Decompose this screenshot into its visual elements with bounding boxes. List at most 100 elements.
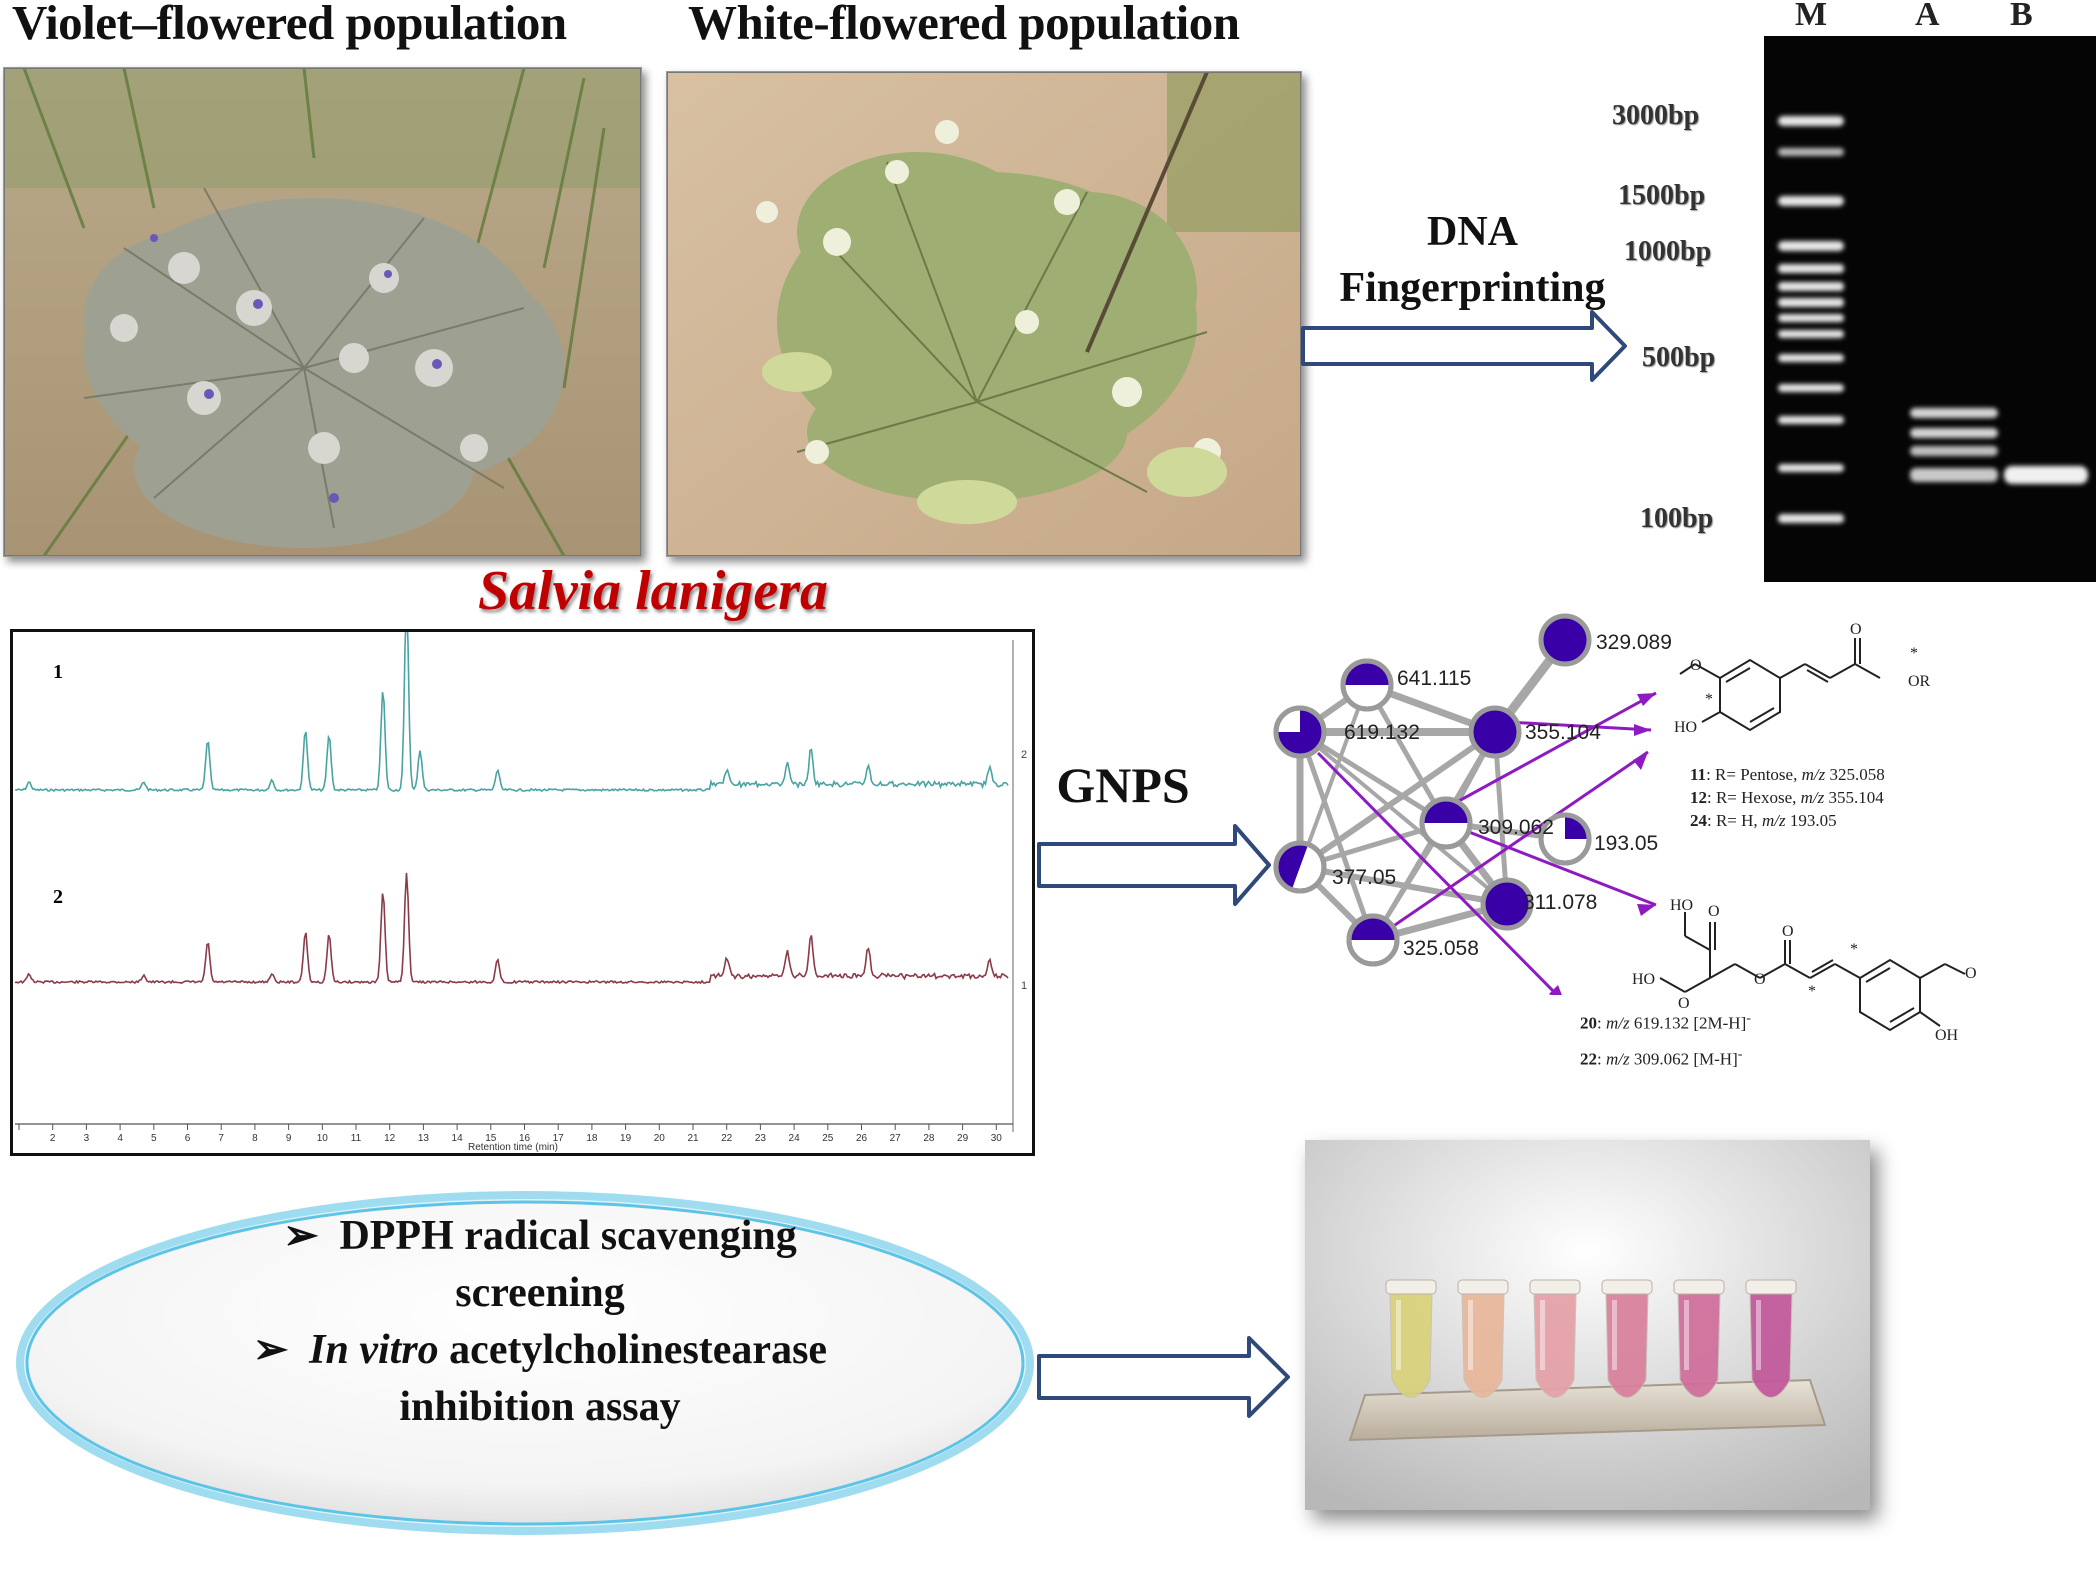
right-tick-2: 2 xyxy=(1021,749,1027,761)
x-tick-label: 15 xyxy=(485,1133,497,1144)
x-tick-label: 9 xyxy=(286,1133,292,1144)
x-tick-label: 12 xyxy=(384,1133,396,1144)
atom-o-carbonyl2: O xyxy=(1782,923,1794,940)
gel-lane-m: M xyxy=(1795,0,1828,33)
dna-arrow xyxy=(1301,310,1627,382)
assay-ellipse xyxy=(16,1191,1034,1535)
ladder-1500bp: 1500bp xyxy=(1618,180,1706,211)
node-label-377: 377.05 xyxy=(1332,866,1396,889)
gel-lane-b: B xyxy=(2010,0,2033,33)
white-population-label: White-flowered population xyxy=(688,0,1240,50)
atom-o-top: O xyxy=(1708,903,1720,920)
node-label-355: 355.104 xyxy=(1525,721,1601,744)
gnps-label: GNPS xyxy=(1056,757,1190,813)
x-tick-label: 22 xyxy=(721,1133,733,1144)
x-tick-label: 20 xyxy=(654,1133,666,1144)
assay-ache-cont: inhibition assay xyxy=(399,1384,681,1430)
legend-line-24: 24: R= H, m/z 193.05 xyxy=(1690,811,1837,830)
atom-star-3: * xyxy=(1850,941,1858,958)
x-tick-label: 28 xyxy=(923,1133,935,1144)
trace-1-label: 1 xyxy=(53,661,63,683)
gel-lane-a: A xyxy=(1915,0,1940,33)
gnps-arrow xyxy=(1037,824,1271,906)
atom-o-methoxy2: O xyxy=(1965,965,1977,982)
x-tick-label: 17 xyxy=(553,1133,565,1144)
sample-tube xyxy=(1457,1279,1509,1398)
violet-flowered-photo xyxy=(3,67,642,557)
structure-ferulate-ester: O O OR * * HO xyxy=(1674,621,1931,736)
sample-tube xyxy=(1601,1279,1653,1398)
atom-ho-left: HO xyxy=(1632,971,1655,988)
atom-ho: HO xyxy=(1674,719,1697,736)
dna-label-line2: Fingerprinting xyxy=(1339,265,1606,311)
assay-list: ➢ DPPH radical scavenging screening ➢ In… xyxy=(40,1208,1040,1436)
white-flowered-photo xyxy=(666,71,1302,557)
x-tick-label: 27 xyxy=(890,1133,902,1144)
assay-dpph-cont: screening xyxy=(455,1270,625,1316)
dna-label-line1: DNA xyxy=(1427,209,1518,255)
node-label-311: 311.078 xyxy=(1523,891,1597,914)
x-tick-label: 7 xyxy=(218,1133,224,1144)
x-tick-label: 11 xyxy=(351,1133,362,1144)
assay-dpph: ➢ DPPH radical scavenging xyxy=(283,1213,797,1259)
atom-ho-top: HO xyxy=(1670,897,1693,914)
violet-population-label: Violet–flowered population xyxy=(12,0,567,50)
atom-o-left: O xyxy=(1678,995,1690,1012)
ladder-1000bp: 1000bp xyxy=(1624,236,1712,267)
right-tick-1: 1 xyxy=(1021,980,1027,992)
x-tick-label: 13 xyxy=(418,1133,430,1144)
atom-star-1: * xyxy=(1910,645,1918,662)
atom-star-2: * xyxy=(1705,691,1713,708)
x-tick-label: 2 xyxy=(50,1133,56,1144)
x-tick-label: 6 xyxy=(185,1133,191,1144)
sample-tube xyxy=(1673,1279,1725,1398)
x-tick-label: 24 xyxy=(789,1133,801,1144)
trace-2-label: 2 xyxy=(53,886,63,908)
legend-line-12: 12: R= Hexose, m/z 355.104 xyxy=(1690,788,1884,807)
x-tick-label: 23 xyxy=(755,1133,767,1144)
x-tick-label: 4 xyxy=(117,1133,123,1144)
x-tick-label: 3 xyxy=(84,1133,90,1144)
atom-star-4: * xyxy=(1808,983,1816,1000)
structure-feruloyl-malate: HO O HO O O O * * O OH xyxy=(1632,897,1977,1044)
legend-line-11: 11: R= Pentose, m/z 325.058 xyxy=(1690,765,1885,784)
sample-tube xyxy=(1529,1279,1581,1398)
x-tick-label: 29 xyxy=(957,1133,969,1144)
x-tick-label: 16 xyxy=(519,1133,531,1144)
assay-arrow xyxy=(1037,1336,1290,1418)
atom-o-methoxy: O xyxy=(1690,657,1702,674)
assay-ache: ➢ In vitro acetylcholinestearase xyxy=(252,1327,828,1373)
x-tick-label: 19 xyxy=(620,1133,632,1144)
species-name: Salvia lanigera xyxy=(478,560,829,622)
node-label-193: 193.05 xyxy=(1594,832,1658,855)
x-tick-label: 5 xyxy=(151,1133,157,1144)
sample-tube xyxy=(1745,1279,1797,1398)
node-label-641: 641.115 xyxy=(1397,667,1471,690)
node-label-619: 619.132 xyxy=(1344,721,1420,744)
x-tick-label: 8 xyxy=(252,1133,258,1144)
atom-o-ester: O xyxy=(1754,971,1766,988)
structure-bottom-legend: 20: m/z 619.132 [2M-H]- 22: m/z 309.062 … xyxy=(1580,1003,1751,1074)
dna-fingerprinting-label: DNA Fingerprinting xyxy=(1300,204,1645,316)
atom-o-carbonyl: O xyxy=(1850,621,1862,638)
gel-image xyxy=(1764,36,2096,582)
ladder-100bp: 100bp xyxy=(1640,503,1714,534)
x-tick-label: 25 xyxy=(822,1133,834,1144)
molecular-network: 329.089 641.115 619.132 355.104 309.062 … xyxy=(1273,613,1672,995)
atom-oh: OH xyxy=(1935,1027,1959,1044)
node-label-309: 309.062 xyxy=(1478,816,1554,839)
legend-line-20: 20: m/z 619.132 [2M-H]- xyxy=(1580,1010,1751,1033)
x-tick-label: 14 xyxy=(452,1133,464,1144)
node-label-329: 329.089 xyxy=(1596,631,1672,654)
trace-2 xyxy=(14,872,1009,985)
sample-tube xyxy=(1385,1279,1437,1398)
x-axis-label: Retention time (min) xyxy=(468,1142,558,1153)
x-tick-label: 21 xyxy=(687,1133,699,1144)
x-tick-label: 26 xyxy=(856,1133,868,1144)
x-tick-label: 30 xyxy=(991,1133,1003,1144)
legend-line-22: 22: m/z 309.062 [M-H]- xyxy=(1580,1045,1743,1069)
node-label-325: 325.058 xyxy=(1403,937,1479,960)
x-tick-label: 10 xyxy=(317,1133,329,1144)
structure-top-legend: 11: R= Pentose, m/z 325.058 12: R= Hexos… xyxy=(1690,763,1885,832)
